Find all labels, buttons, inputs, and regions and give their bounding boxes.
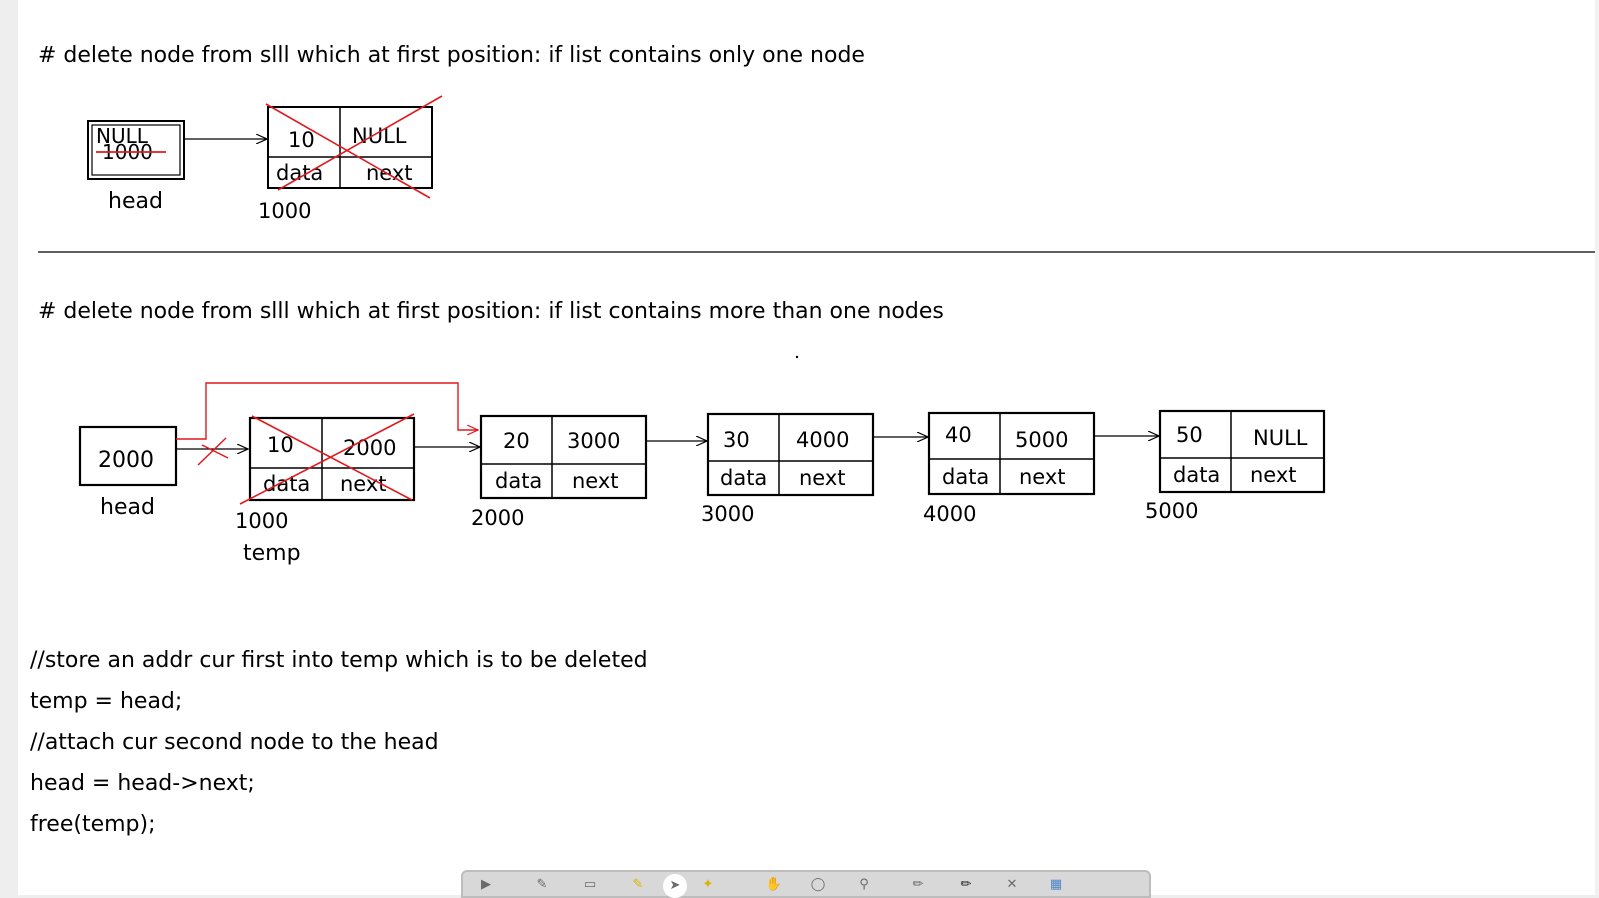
head2-label: head (100, 495, 155, 520)
search-icon[interactable]: ⚲ (859, 877, 869, 892)
node4-data: 40 (945, 423, 972, 447)
node3-next: 4000 (796, 428, 849, 452)
section1-node: 10 NULL data next (265, 95, 443, 199)
head2-arrow-cross-a (197, 437, 227, 466)
head-box-1: NULL 1000 (87, 120, 185, 180)
node2-data: 20 (503, 429, 530, 453)
s1-node-address: 1000 (258, 199, 311, 223)
s1-node-data-label: data (276, 161, 323, 185)
eraser-icon[interactable]: ▭ (583, 877, 597, 892)
node3-data-label: data (720, 466, 767, 490)
node3-data: 30 (723, 428, 750, 452)
node1-next: 2000 (343, 436, 396, 460)
head2-arrow-cross-b (201, 444, 229, 459)
head1-null-value: NULL (96, 124, 149, 148)
node4-next: 5000 (1015, 428, 1068, 452)
section1-heading: # delete node from slll which at first p… (38, 43, 865, 68)
page-right-edge (1595, 0, 1599, 895)
s1-node-next: NULL (352, 124, 407, 148)
node1-address: 1000 (235, 509, 288, 533)
node4-data-label: data (942, 465, 989, 489)
laser-icon[interactable]: ✦ (702, 877, 714, 892)
node-4000: 40 5000 data next (927, 411, 1096, 496)
zoom-icon[interactable]: ◯ (810, 877, 826, 892)
code-line-2: temp = head; (30, 689, 182, 714)
s1-node-data: 10 (288, 128, 315, 152)
grid-icon[interactable]: ▦ (1049, 877, 1063, 892)
marker-icon[interactable]: ✏ (912, 877, 924, 892)
annotation-toolbar[interactable]: ▶ ✎ ▭ ✎ ➤ ✦ ✋ ◯ ⚲ ✏ ✏ ✕ ▦ (461, 870, 1151, 898)
node-5000: 50 NULL data next (1158, 409, 1326, 494)
s1-node-cross-a (265, 103, 431, 199)
node1-data: 10 (267, 433, 294, 457)
pen-icon[interactable]: ✎ (536, 877, 548, 892)
node3-next-label: next (799, 466, 846, 490)
highlighter-icon[interactable]: ✎ (632, 877, 644, 892)
s1-node-cross-b (277, 95, 443, 191)
node2-address: 2000 (471, 506, 524, 530)
node-3000: 30 4000 data next (706, 412, 875, 497)
head2-redirect-arrow (176, 382, 478, 440)
temp-label: temp (243, 541, 301, 566)
code-line-5: free(temp); (30, 812, 156, 837)
notes-canvas: # delete node from slll which at first p… (30, 43, 1599, 837)
code-line-1: //store an addr cur first into temp whic… (30, 648, 648, 673)
cursor-icon[interactable]: ➤ (663, 874, 687, 898)
hand-icon[interactable]: ✋ (765, 877, 783, 892)
shape-icon[interactable]: ✕ (1006, 877, 1018, 892)
whiteboard-page: # delete node from slll which at first p… (18, 0, 1599, 895)
code-line-3: //attach cur second node to the head (30, 730, 439, 755)
node3-address: 3000 (701, 502, 754, 526)
node2-data-label: data (495, 469, 542, 493)
section2-heading: # delete node from slll which at first p… (38, 299, 944, 324)
head2-value: 2000 (98, 448, 154, 473)
node5-next-label: next (1250, 463, 1297, 487)
node1-next-label: next (340, 472, 387, 496)
node5-address: 5000 (1145, 499, 1198, 523)
node4-next-label: next (1019, 465, 1066, 489)
code-line-4: head = head->next; (30, 771, 255, 796)
pencil-icon[interactable]: ✏ (960, 877, 972, 892)
node1-data-label: data (263, 472, 310, 496)
node5-data-label: data (1173, 463, 1220, 487)
node5-data: 50 (1176, 423, 1203, 447)
node-1000: 10 2000 data next (239, 413, 416, 505)
node1-cross-a (251, 415, 413, 501)
stray-dot (795, 355, 799, 359)
node4-address: 4000 (923, 502, 976, 526)
node2-next-label: next (572, 469, 619, 493)
node-2000: 20 3000 data next (479, 414, 648, 500)
node2-next: 3000 (567, 429, 620, 453)
head1-label: head (108, 189, 163, 214)
node1-cross-b (239, 413, 415, 505)
head-box-2: 2000 (78, 425, 178, 487)
select-icon[interactable]: ▶ (481, 877, 491, 892)
node5-next: NULL (1253, 426, 1308, 450)
